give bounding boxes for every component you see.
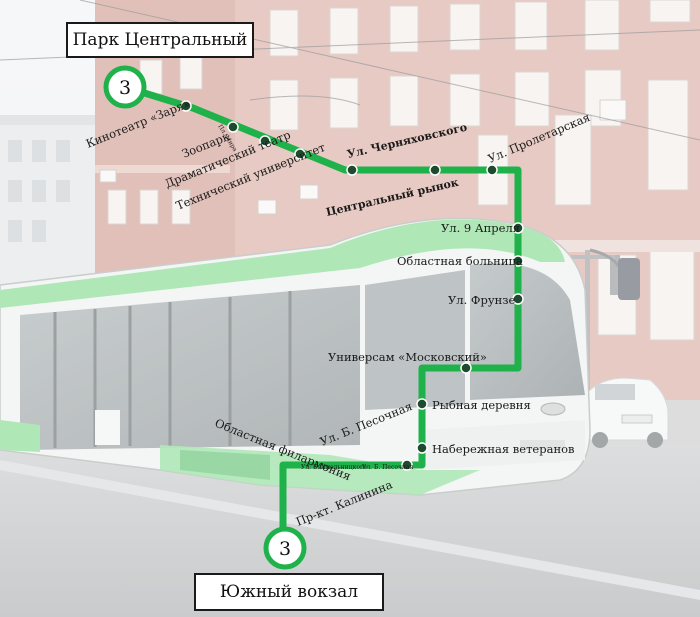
stop-dots bbox=[180, 100, 524, 471]
tram bbox=[0, 217, 640, 496]
stop-dot bbox=[416, 442, 428, 454]
stop-dot bbox=[429, 164, 441, 176]
stop-dot bbox=[486, 164, 498, 176]
stop-label: Ул. Б. Хмельницкого bbox=[301, 464, 367, 471]
route-number: 3 bbox=[279, 538, 291, 560]
stop-label: Областная больница bbox=[397, 254, 523, 268]
route-badge-end: 3 bbox=[263, 526, 307, 570]
stop-dot bbox=[416, 398, 428, 410]
stop-dot bbox=[401, 459, 413, 471]
end-terminal-label: Южный вокзал bbox=[194, 573, 384, 611]
stop-dot bbox=[460, 362, 472, 374]
route-badge-start: 3 bbox=[103, 65, 147, 109]
road-marking bbox=[0, 460, 700, 600]
stop-label: Набережная ветеранов bbox=[432, 442, 575, 456]
stop-dot bbox=[512, 255, 524, 267]
stop-dot bbox=[512, 222, 524, 234]
parked-car bbox=[584, 377, 669, 448]
stop-dot bbox=[180, 100, 192, 112]
stop-dot bbox=[294, 148, 306, 160]
stop-label: Ул. Фрунзе bbox=[448, 293, 516, 307]
stop-label: Универсам «Московский» bbox=[328, 350, 487, 364]
street-pole bbox=[560, 250, 620, 390]
stop-dot bbox=[512, 293, 524, 305]
stop-label: Ул. Б. Песочная bbox=[362, 464, 413, 471]
route-number: 3 bbox=[119, 77, 131, 99]
stop-dot bbox=[259, 135, 271, 147]
start-terminal-label: Парк Центральный bbox=[66, 22, 254, 58]
route-line bbox=[121, 83, 522, 552]
stop-dot bbox=[227, 121, 239, 133]
left-building bbox=[0, 115, 95, 290]
stop-label: Рыбная деревня bbox=[432, 398, 531, 412]
stop-label: Ул. 9 Апреля bbox=[441, 221, 520, 235]
stop-dot bbox=[346, 164, 358, 176]
